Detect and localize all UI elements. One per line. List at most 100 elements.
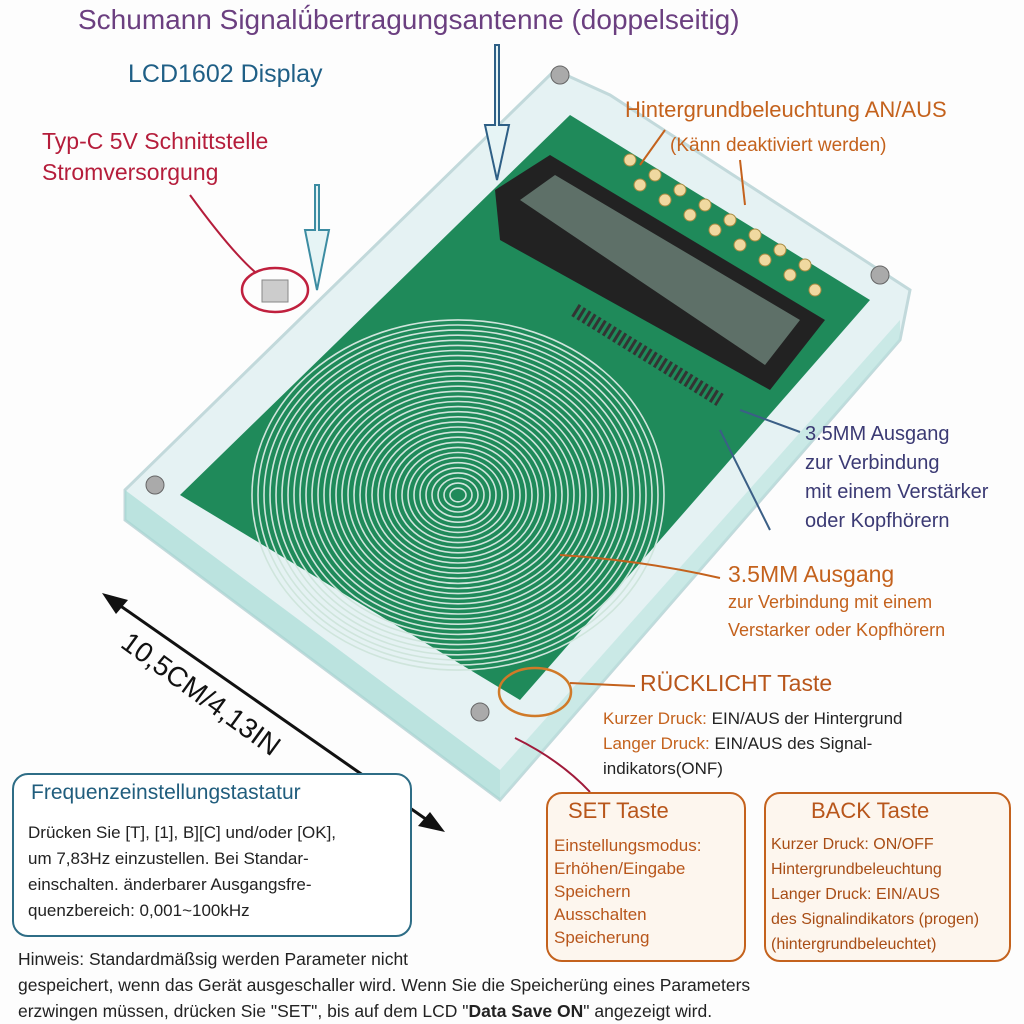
out-upper-leader xyxy=(719,429,771,531)
coil-ring xyxy=(341,395,575,595)
screw xyxy=(550,65,570,85)
note-line: gespeichert, wenn das Gerät ausgeschalle… xyxy=(18,975,751,995)
coil-ring xyxy=(317,375,599,615)
screw xyxy=(470,702,490,722)
coil-ring xyxy=(293,354,623,636)
note-text-part: erzwingen müssen, drücken Sie "SET", bis… xyxy=(18,1001,469,1021)
coil-ring xyxy=(281,344,635,646)
output-lower-title: 3.5MM Ausgang xyxy=(728,561,895,587)
set-button-box: SET Taste Einstellungsmodus: Erhöhen/Ein… xyxy=(546,792,746,962)
led xyxy=(623,153,637,167)
pin-header xyxy=(571,304,724,406)
led xyxy=(708,223,722,237)
dimension-arrowhead xyxy=(418,812,445,832)
output-lower-label: 3.5MM Ausgang zur Verbindung mit einem V… xyxy=(728,560,945,644)
led xyxy=(633,178,647,192)
long-press-text-cont: indikators(ONF) xyxy=(603,759,723,778)
backlight-title: Hintergrundbeleuchtung AN/AUS xyxy=(625,97,947,122)
coil-ring xyxy=(275,339,641,651)
led xyxy=(798,258,812,272)
output-lower-line: zur Verbindung mit einem xyxy=(728,592,933,612)
note-text-part: " angezeigt wird. xyxy=(583,1001,713,1021)
coil-ring xyxy=(323,380,593,610)
short-press-text: EIN/AUS der Hintergrund xyxy=(706,709,903,728)
rueck-title: RÜCKLICHT Taste xyxy=(640,670,833,696)
coil-ring xyxy=(263,329,653,661)
output-upper-line: zur Verbindung xyxy=(805,452,940,474)
coil-ring xyxy=(377,426,539,564)
note-text: Hinweis: Standardmäßsig werden Parameter… xyxy=(18,946,750,1024)
coil-ring xyxy=(449,487,467,503)
coil-ring xyxy=(347,400,569,590)
output-upper-line: oder Kopfhörern xyxy=(805,510,950,532)
led xyxy=(658,193,672,207)
led xyxy=(748,228,762,242)
backlight-label: Hintergrundbeleuchtung AN/AUS (Känn deak… xyxy=(625,92,947,164)
lcd-arrow xyxy=(303,184,331,291)
led xyxy=(648,168,662,182)
coil-ring xyxy=(287,349,629,641)
frequency-box-title: Frequenzeinstellungstastatur xyxy=(31,781,301,804)
frequency-keypad-box: Frequenzeinstellungstastatur Drücken Sie… xyxy=(12,773,412,937)
coil-ring xyxy=(437,477,479,513)
backlight-leader xyxy=(639,129,666,166)
coil-ring xyxy=(311,370,605,620)
set-box-body: Einstellungsmodus: Erhöhen/Eingabe Speic… xyxy=(554,836,702,947)
frequency-box-body: Drücken Sie [T], [1], B][C] und/oder [OK… xyxy=(28,823,337,920)
output-upper-line: 3.5MM Ausgang xyxy=(805,423,950,445)
coil-ring xyxy=(419,461,497,529)
lcd-module xyxy=(495,155,825,390)
output-upper-line: mit einem Verstärker xyxy=(805,481,989,503)
short-press-label: Kurzer Druck: xyxy=(603,709,707,728)
out-lower-leader xyxy=(559,554,721,579)
screw xyxy=(145,475,165,495)
set-box-title: SET Taste xyxy=(568,798,669,823)
coil-ring xyxy=(269,334,647,656)
coil-ring xyxy=(353,405,563,585)
lcd-label: LCD1602 Display xyxy=(128,60,323,88)
note-line: Hinweis: Standardmäßsig werden Parameter… xyxy=(18,949,409,969)
coil-ring xyxy=(359,410,557,580)
screw xyxy=(870,265,890,285)
led xyxy=(723,213,737,227)
dimension-arrowhead xyxy=(102,593,128,614)
typec-port xyxy=(261,279,289,303)
coil-ring xyxy=(383,431,533,559)
led xyxy=(698,198,712,212)
led xyxy=(733,238,747,252)
backlight-button-highlight xyxy=(497,666,573,718)
note-bold: Data Save ON xyxy=(468,1001,584,1021)
led xyxy=(808,283,822,297)
led xyxy=(673,183,687,197)
coil-ring xyxy=(443,482,473,508)
led xyxy=(683,208,697,222)
coil-ring xyxy=(329,385,587,605)
coil-ring xyxy=(413,456,503,534)
set-leader xyxy=(514,737,591,793)
led-row xyxy=(623,153,822,297)
coil-ring xyxy=(257,324,659,666)
rueck-leader xyxy=(569,682,636,687)
led xyxy=(758,253,772,267)
coil-ring xyxy=(305,364,611,625)
typec-label-line1: Typ-C 5V Schnittstelle xyxy=(42,128,269,154)
coil-ring xyxy=(365,415,551,574)
coil-ring xyxy=(251,319,665,671)
note-line: erzwingen müssen, drücken Sie "SET", bis… xyxy=(18,998,750,1024)
led xyxy=(783,268,797,282)
coil-ring xyxy=(389,436,527,554)
coil-ring xyxy=(395,441,521,549)
typec-label: Typ-C 5V Schnittstelle Stromversorgung xyxy=(42,126,268,188)
coil-ring xyxy=(371,421,545,569)
coil-ring xyxy=(425,466,491,523)
coil-ring xyxy=(431,472,485,518)
case-side xyxy=(125,490,500,800)
back-box-title: BACK Taste xyxy=(811,798,930,823)
typc-leader xyxy=(189,194,256,273)
case-side-right xyxy=(500,320,900,800)
typec-highlight xyxy=(240,266,310,314)
long-press-label: Langer Druck: xyxy=(603,734,710,753)
led xyxy=(773,243,787,257)
